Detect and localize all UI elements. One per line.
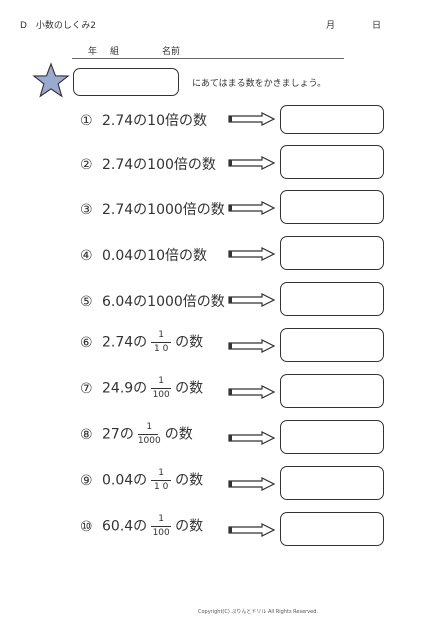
example-answer-box xyxy=(73,68,179,96)
fraction-numerator: 1 xyxy=(158,330,165,340)
month-label: 月 xyxy=(326,21,336,31)
question-text: 2.74の1000倍の数 xyxy=(102,202,225,218)
answer-box[interactable] xyxy=(280,236,384,270)
question-text: 0.04の10倍の数 xyxy=(102,248,207,264)
question-number: ⑤ xyxy=(80,294,93,310)
question-2: ② 2.74の100倍の数 xyxy=(80,154,216,174)
right-arrow-icon xyxy=(228,112,276,126)
fraction-bar xyxy=(137,434,158,435)
question-suffix: の数 xyxy=(175,380,204,397)
day-label: 日 xyxy=(372,21,382,31)
fraction-denominator: 1000 xyxy=(137,436,161,446)
fraction-numerator: 1 xyxy=(158,376,165,386)
answer-box[interactable] xyxy=(280,190,384,224)
question-suffix: の数 xyxy=(164,426,193,443)
answer-box[interactable] xyxy=(280,420,384,454)
right-arrow-icon xyxy=(228,339,276,353)
right-arrow-icon xyxy=(228,431,276,445)
class-label: 組 xyxy=(110,47,120,57)
fraction-denominator: 100 xyxy=(152,390,170,400)
answer-box[interactable] xyxy=(280,512,384,546)
fraction-bar xyxy=(151,342,172,343)
question-prefix: 2.74の xyxy=(102,334,148,351)
fraction-numerator: 1 xyxy=(158,468,165,478)
answer-box[interactable] xyxy=(280,145,384,179)
question-suffix: の数 xyxy=(175,518,204,535)
instruction-text: にあてはまる数をかきましょう。 xyxy=(192,79,327,89)
question-prefix: 0.04の xyxy=(102,472,148,489)
right-arrow-icon xyxy=(228,477,276,491)
right-arrow-icon xyxy=(228,523,276,537)
fraction-bar xyxy=(151,480,172,481)
question-number: ⑩ xyxy=(80,518,93,535)
name-line: 年 組 名前 xyxy=(72,44,344,59)
question-text: 2.74の10倍の数 xyxy=(102,113,207,129)
grade-label: 年 xyxy=(88,47,98,57)
answer-box[interactable] xyxy=(280,328,384,362)
answer-box[interactable] xyxy=(280,466,384,500)
fraction-bar xyxy=(151,526,172,527)
fraction-bar xyxy=(151,388,172,389)
right-arrow-icon xyxy=(228,201,276,215)
question-4: ④ 0.04の10倍の数 xyxy=(80,245,207,265)
question-text: 2.74の100倍の数 xyxy=(102,157,216,173)
question-prefix: 60.4の xyxy=(102,518,148,535)
fraction-numerator: 1 xyxy=(158,514,165,524)
question-number: ③ xyxy=(80,202,93,218)
question-prefix: 27の xyxy=(102,426,134,443)
question-text: 6.04の1000倍の数 xyxy=(102,294,225,310)
right-arrow-icon xyxy=(228,385,276,399)
question-number: ⑦ xyxy=(80,380,93,397)
question-number: ⑥ xyxy=(80,334,93,351)
fraction-numerator: 1 xyxy=(146,422,153,432)
fraction-denominator: 100 xyxy=(152,528,170,538)
question-1: ① 2.74の10倍の数 xyxy=(80,110,207,130)
answer-box[interactable] xyxy=(280,105,384,134)
question-prefix: 24.9の xyxy=(102,380,148,397)
question-suffix: の数 xyxy=(175,472,204,489)
fraction-denominator: 1 0 xyxy=(154,344,169,354)
question-number: ⑧ xyxy=(80,426,93,443)
fraction: 1 1000 xyxy=(137,422,161,447)
question-number: ② xyxy=(80,157,93,173)
question-suffix: の数 xyxy=(175,334,204,351)
right-arrow-icon xyxy=(228,156,276,170)
right-arrow-icon xyxy=(228,293,276,307)
right-arrow-icon xyxy=(228,247,276,261)
copyright-footer: Copyright(C) ぷりんとドリル All Rights Reserved… xyxy=(198,609,319,615)
question-number: ⑨ xyxy=(80,472,93,489)
answer-box[interactable] xyxy=(280,282,384,316)
name-label: 名前 xyxy=(162,47,181,57)
star-icon xyxy=(32,62,70,98)
question-3: ③ 2.74の1000倍の数 xyxy=(80,199,225,219)
worksheet-title: D 小数のしくみ2 xyxy=(20,21,97,31)
question-5: ⑤ 6.04の1000倍の数 xyxy=(80,291,225,311)
question-number: ④ xyxy=(80,248,93,264)
question-number: ① xyxy=(80,113,93,129)
fraction-denominator: 1 0 xyxy=(154,482,169,492)
answer-box[interactable] xyxy=(280,374,384,408)
